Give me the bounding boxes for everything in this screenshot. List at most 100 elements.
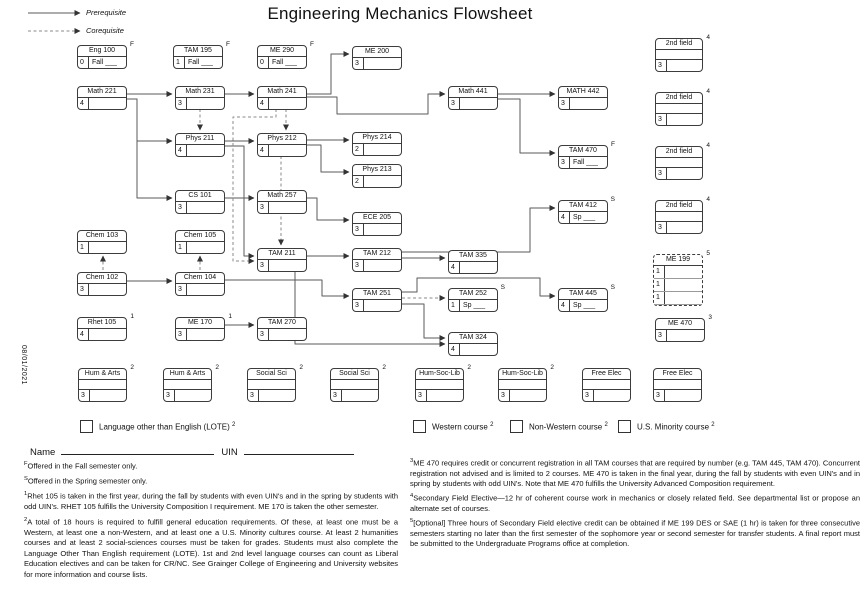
course-hours-row: 1: [654, 266, 702, 279]
usminority-checkbox[interactable]: [618, 420, 631, 433]
course-title: Rhet 105: [78, 318, 126, 329]
course-title: ME 199: [654, 255, 702, 266]
course-blank-row: [164, 380, 211, 390]
course-blank-row: [331, 380, 378, 390]
checkbox-label: Language other than English (LOTE) 2: [99, 421, 236, 432]
edge-tam251-tam324: [402, 303, 446, 341]
course-blank-row: [654, 380, 701, 390]
course-title: TAM 211: [258, 249, 306, 260]
course-title: TAM 412: [559, 201, 607, 212]
footnote-2: 2A total of 18 hours is required to fulf…: [24, 516, 398, 579]
course-hours-row: 3: [449, 98, 497, 109]
course-hours-row: 3: [559, 98, 607, 109]
course-title: 2nd field: [656, 201, 702, 212]
footnotes-right-column: 3ME 470 requires credit or concurrent re…: [410, 456, 860, 551]
course-title: Phys 213: [353, 165, 401, 176]
course-title: Chem 103: [78, 231, 126, 242]
checkbox-label: Western course 2: [432, 421, 494, 432]
western-checkbox[interactable]: [413, 420, 426, 433]
course-superscript: 2: [215, 364, 219, 371]
edge-math241-tam211: [232, 109, 277, 264]
course-hours-row: 3: [656, 168, 702, 179]
course-hours-row: 3: [79, 390, 126, 401]
course-blank-row: [583, 380, 630, 390]
course-title: 2nd field: [656, 147, 702, 158]
course-blank-row: [416, 380, 463, 390]
course-superscript: 3: [708, 314, 712, 321]
course-box-field2c: 2nd field 3 4: [655, 142, 710, 180]
edge-phys212-phys213: [307, 144, 350, 175]
course-title: TAM 445: [559, 289, 607, 300]
course-superscript: 4: [706, 34, 710, 41]
course-title: ME 170: [176, 318, 224, 329]
course-hours-row: 3: [78, 284, 126, 295]
edge-phys211-tam211: [225, 145, 255, 259]
course-superscript: 4: [706, 142, 710, 149]
checkbox-item-usminority: U.S. Minority course 2: [618, 420, 715, 433]
course-hours-row: 3: [656, 222, 702, 233]
checkbox-item-nonwestern: Non-Western course 2: [510, 420, 608, 433]
name-input-line[interactable]: [61, 445, 215, 455]
course-superscript: 2: [467, 364, 471, 371]
page-title: Engineering Mechanics Flowsheet: [267, 4, 533, 23]
course-superscript: F: [130, 41, 134, 48]
course-hours-row: 3: [258, 329, 306, 340]
legend-prerequisite-label: Prerequisite: [86, 8, 127, 17]
edge-math257-ece205: [307, 197, 350, 223]
course-superscript: 1: [228, 313, 232, 320]
course-blank-row: [248, 380, 295, 390]
course-title: Hum-Soc-Lib: [416, 369, 463, 380]
course-hours-row: 3: [656, 330, 704, 341]
lote-checkbox[interactable]: [80, 420, 93, 433]
name-label: Name: [30, 447, 56, 458]
course-blank-row: [656, 212, 702, 222]
course-title: Phys 214: [353, 133, 401, 144]
footnote-F: FOffered in the Fall semester only.: [24, 461, 138, 471]
course-superscript: 2: [550, 364, 554, 371]
nonwestern-checkbox[interactable]: [510, 420, 523, 433]
course-superscript: S: [610, 196, 615, 203]
edge-math221-phys211: [127, 98, 173, 144]
footnote-5: 5[Optional] Three hours of Secondary Fie…: [410, 518, 860, 548]
course-hours-row: 4: [78, 329, 126, 340]
footnote-3: 3ME 470 requires credit or concurrent re…: [410, 458, 860, 488]
course-title: Eng 100: [78, 46, 126, 57]
uin-label: UIN: [221, 447, 238, 458]
course-title: TAM 335: [449, 251, 497, 262]
course-title: Hum & Arts: [79, 369, 126, 380]
checkbox-item-western: Western course 2: [413, 420, 493, 433]
course-hours-row: 4: [258, 145, 306, 156]
course-blank-row: [656, 50, 702, 60]
course-title: Math 221: [78, 87, 126, 98]
course-title: Social Sci: [331, 369, 378, 380]
edge-chem104-tam251: [225, 279, 350, 299]
edge-tam212-tam412: [402, 205, 556, 253]
course-hours-row: 3: [353, 260, 401, 271]
course-title: Math 257: [258, 191, 306, 202]
course-hours-row: 1: [78, 242, 126, 253]
course-title: Chem 102: [78, 273, 126, 284]
course-hours-row: 3: [258, 202, 306, 213]
uin-input-line[interactable]: [243, 445, 354, 455]
course-title: Hum-Soc-Lib: [499, 369, 546, 380]
